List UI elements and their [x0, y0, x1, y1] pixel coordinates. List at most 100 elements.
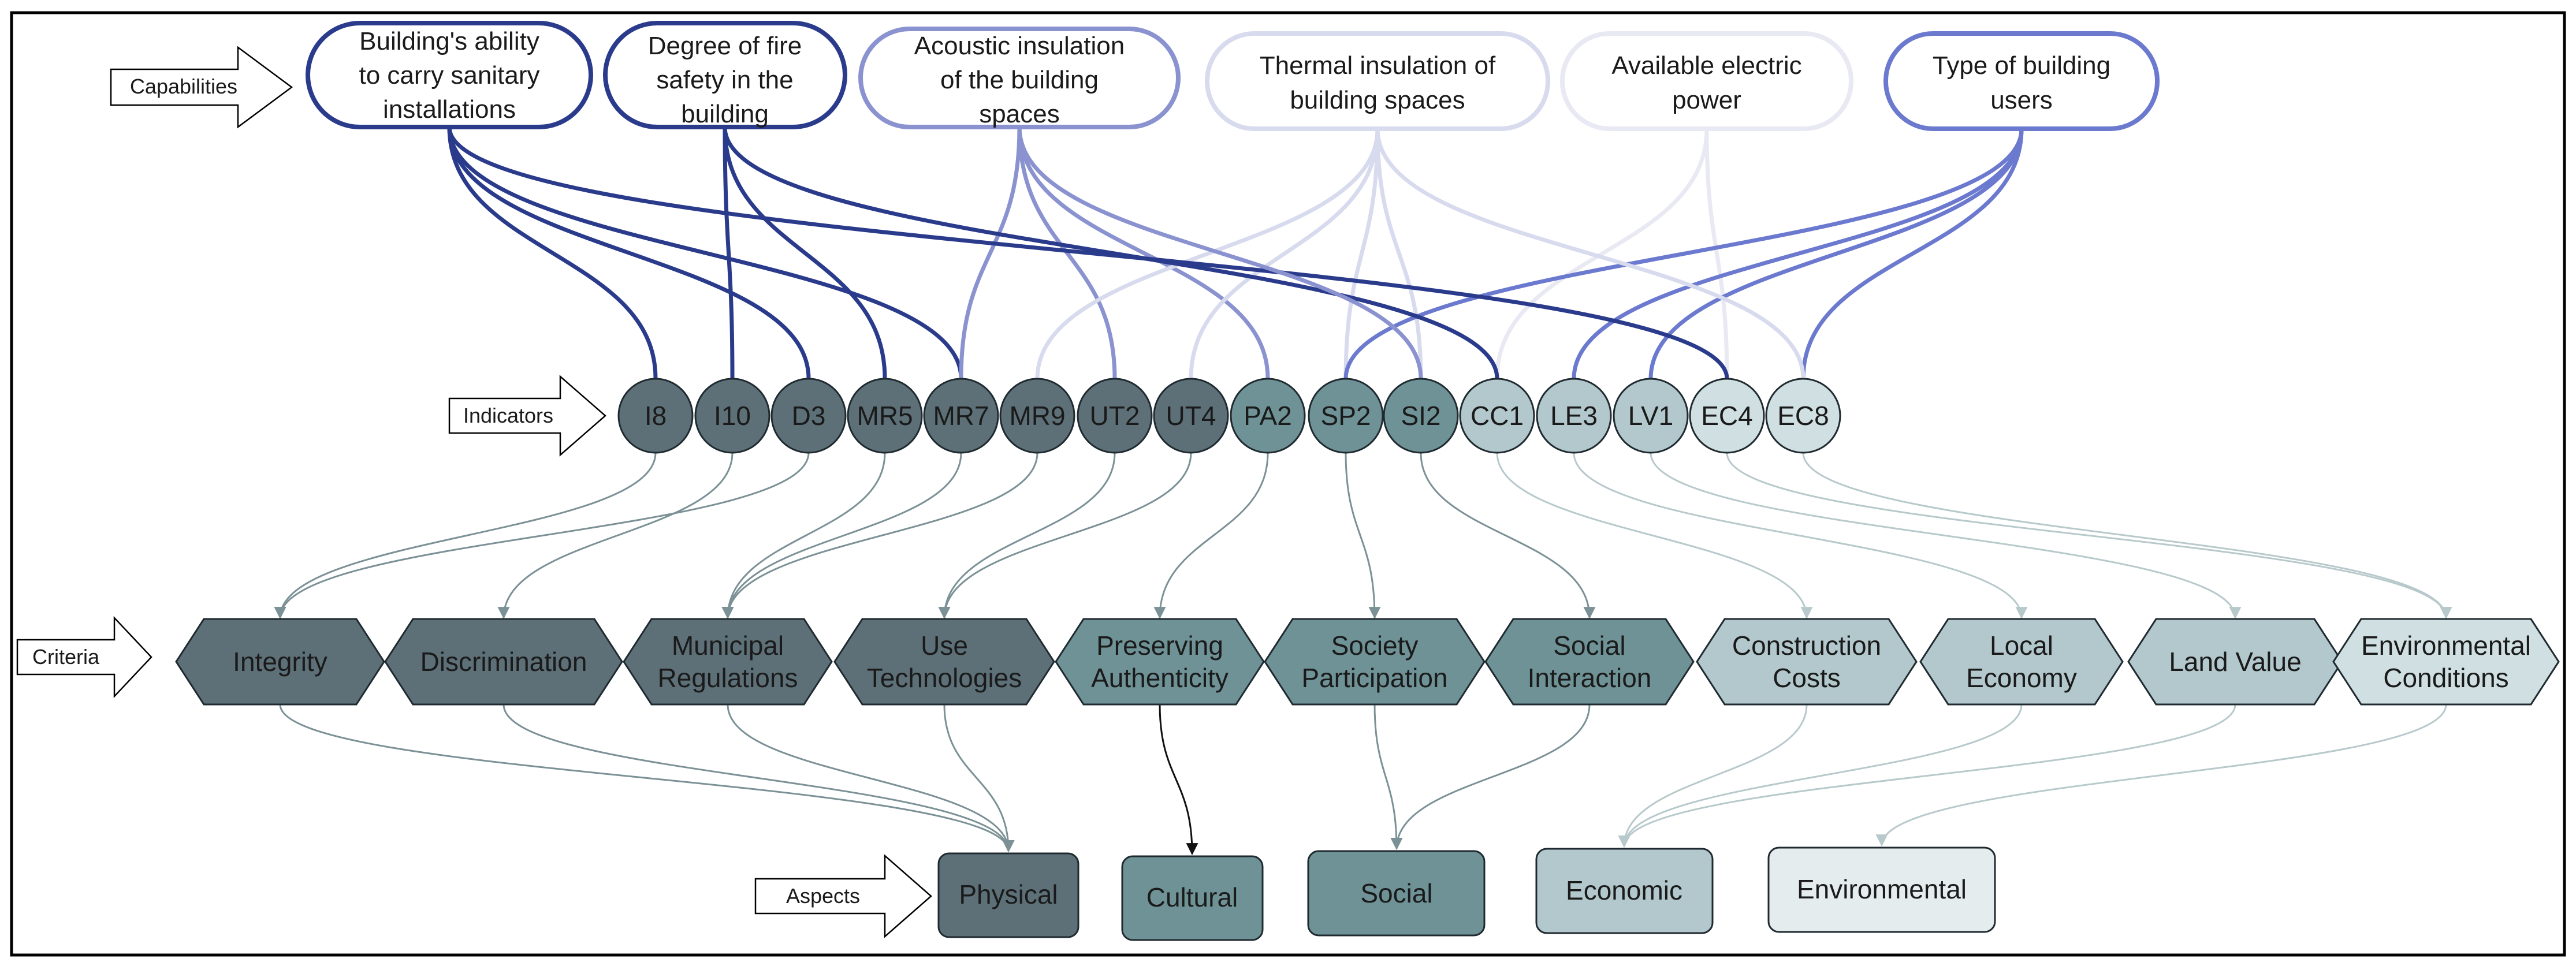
capability-indicator-link [959, 126, 1022, 379]
aspect-social: Social [1307, 850, 1486, 937]
indicator-criterion-link [497, 452, 734, 620]
indicator-circle [1765, 378, 1841, 454]
indicator-criterion-link [938, 452, 1192, 620]
aspect-economic-box [1535, 848, 1714, 934]
criterion-label: Costs [1773, 663, 1841, 693]
indicator-criterion-link [1345, 452, 1381, 620]
criterion-aspect-link [1159, 704, 1198, 856]
indicator-si2: SI2 [1383, 378, 1459, 454]
capability-label: Thermal insulation of [1260, 51, 1496, 80]
indicator-label: D3 [792, 401, 826, 431]
criterion-aspect-link [943, 704, 1015, 853]
indicator-criterion-link [1573, 452, 2028, 620]
indicator-sp2: SP2 [1308, 378, 1384, 454]
indicator-criterion-link [1802, 452, 2452, 620]
criterion-label: Regulations [658, 663, 798, 693]
capability-acoustic: Acoustic insulation of the building spac… [858, 27, 1181, 129]
indicator-ec4: EC4 [1689, 378, 1765, 454]
capability-label: power [1672, 86, 1741, 114]
aspect-label: Social [1360, 878, 1432, 908]
capability-indicator-link [1375, 128, 1806, 379]
criterion-label: Integrity [233, 647, 327, 677]
capability-label: to carry sanitary [359, 61, 540, 89]
row-label-aspects: Aspects [754, 854, 932, 938]
indicator-label: EC8 [1777, 401, 1829, 431]
aspect-environmental: Environmental [1767, 846, 1996, 933]
indicator-pa2: PA2 [1230, 378, 1306, 454]
indicator-circle [923, 378, 999, 454]
indicator-criterion-link [721, 452, 962, 620]
indicator-criterion-link [274, 452, 657, 620]
criterion-hexagon [833, 618, 1055, 706]
indicator-circle [1153, 378, 1229, 454]
indicator-mr7: MR7 [923, 378, 999, 454]
capability-label: safety in the [656, 66, 793, 94]
capability-indicator-link [1375, 128, 1423, 379]
capability-thermal: Thermal insulation of building spaces [1205, 31, 1550, 131]
criterion-hexagon [1264, 618, 1486, 706]
capability-indicator-link [1189, 128, 1380, 379]
indicator-label: PA2 [1244, 401, 1292, 431]
indicator-label: CC1 [1471, 401, 1524, 431]
criterion-label: Society [1331, 631, 1419, 661]
indicator-criterion-link [1650, 452, 2242, 620]
indicator-i8: I8 [617, 378, 694, 454]
criterion-hexagon [1484, 618, 1695, 706]
criterion-label: Economy [1966, 663, 2077, 693]
criterion-aspect-link [279, 704, 1015, 853]
indicator-criterion-link [721, 452, 886, 620]
indicator-cc1: CC1 [1459, 378, 1535, 454]
indicator-circle [1308, 378, 1384, 454]
capability-acoustic-box [858, 27, 1181, 129]
criterion-label: Participation [1301, 663, 1447, 693]
indicator-circle [999, 378, 1075, 454]
indicator-label: UT4 [1166, 401, 1216, 431]
capability-indicator-link [723, 126, 887, 379]
indicator-circle [1689, 378, 1765, 454]
capabilities-label: Capabilities [130, 74, 237, 98]
capability-fire: Degree of fire safety in the building [603, 21, 847, 129]
row-label-indicators: Indicators [448, 375, 606, 457]
aspect-environmental-box [1767, 846, 1996, 933]
capability-fire-box [603, 21, 847, 129]
criterion-hexagon [175, 618, 385, 706]
indicator-criterion-link [938, 452, 1116, 620]
indicator-circle [770, 378, 847, 454]
criterion-hexagon [2332, 618, 2560, 706]
indicator-i10: I10 [694, 378, 770, 454]
aspect-label: Economic [1566, 875, 1682, 905]
criterion-aspect-link [1618, 704, 1808, 848]
capability-label: users [1990, 86, 2053, 114]
capability-sanitary: Building's ability to carry sanitary ins… [306, 21, 593, 129]
criterion-aspect-link [1390, 704, 1591, 851]
indicator-mr9: MR9 [999, 378, 1075, 454]
criterion-label: Social [1553, 631, 1625, 661]
capability-label: building [681, 100, 769, 128]
aspect-label: Cultural [1146, 882, 1238, 912]
criterion-label: Discrimination [420, 647, 587, 677]
criterion-label: Municipal [672, 631, 784, 661]
capability-label: Acoustic insulation [914, 32, 1125, 60]
aspect-cultural: Cultural [1121, 855, 1264, 941]
indicator-d3: D3 [770, 378, 847, 454]
capability-indicator-link [1648, 128, 2024, 379]
aspect-physical-box [937, 852, 1079, 938]
indicator-circle [1459, 378, 1535, 454]
indicator-circle [1536, 378, 1612, 454]
indicator-label: LV1 [1628, 401, 1673, 431]
capability-electric: Available electric power [1560, 31, 1853, 131]
capability-indicator-link [1343, 128, 2024, 379]
capability-indicator-link [723, 126, 1499, 379]
aspect-label: Environmental [1797, 874, 1967, 904]
aspect-physical: Physical [937, 852, 1079, 938]
criterion-hexagon [1696, 618, 1918, 706]
indicator-le3: LE3 [1536, 378, 1612, 454]
indicator-circle [1613, 378, 1689, 454]
